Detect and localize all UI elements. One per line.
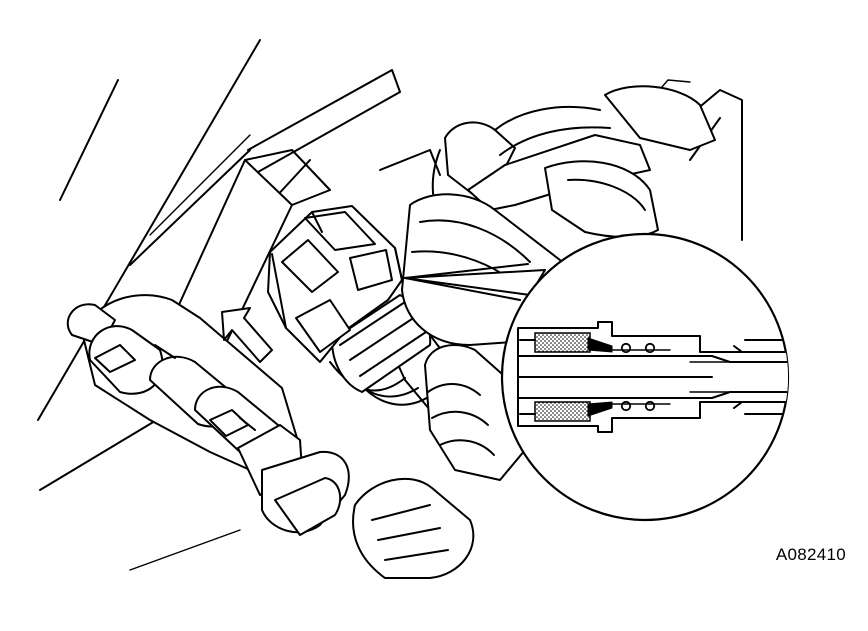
callout-leader: [404, 263, 546, 301]
figure-id-label: A082410: [775, 545, 846, 564]
fuel-hose: [352, 478, 475, 579]
quick-connector-retainer: [267, 205, 403, 363]
fuel-rail-assembly: [66, 294, 350, 536]
hand: [424, 344, 526, 481]
arrow-up-left-icon: [221, 307, 273, 363]
cross-section-inset: [500, 232, 790, 522]
